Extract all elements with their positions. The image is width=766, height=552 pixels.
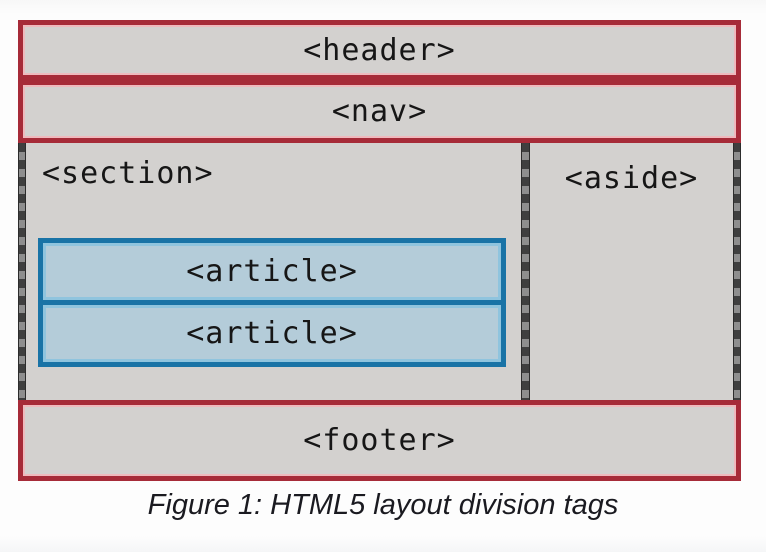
section-area: <section> <article> <article> — [26, 143, 521, 400]
footer-label: <footer> — [303, 423, 456, 458]
articles-group: <article> <article> — [38, 238, 506, 367]
article-2-label: <article> — [186, 315, 358, 351]
header-label: <header> — [303, 32, 456, 68]
article-box-2: <article> — [38, 300, 506, 367]
aside-label: <aside> — [564, 161, 699, 196]
nav-label: <nav> — [331, 94, 428, 129]
article-box-1: <article> — [38, 238, 506, 305]
section-aside-dashed-divider — [521, 143, 530, 400]
article-1-label: <article> — [186, 253, 358, 289]
section-label: <section> — [42, 156, 214, 191]
aside-area: <aside> — [530, 143, 733, 400]
footer-box: <footer> — [18, 400, 741, 481]
layout-figure: <header> <nav> <section> <article> <arti… — [18, 20, 741, 481]
middle-row: <section> <article> <article> <aside> — [18, 143, 741, 400]
right-dashed-divider — [733, 143, 741, 400]
header-box: <header> — [18, 20, 741, 80]
nav-box: <nav> — [18, 80, 741, 143]
left-dashed-divider — [18, 143, 26, 400]
figure-caption: Figure 1: HTML5 layout division tags — [147, 489, 619, 521]
